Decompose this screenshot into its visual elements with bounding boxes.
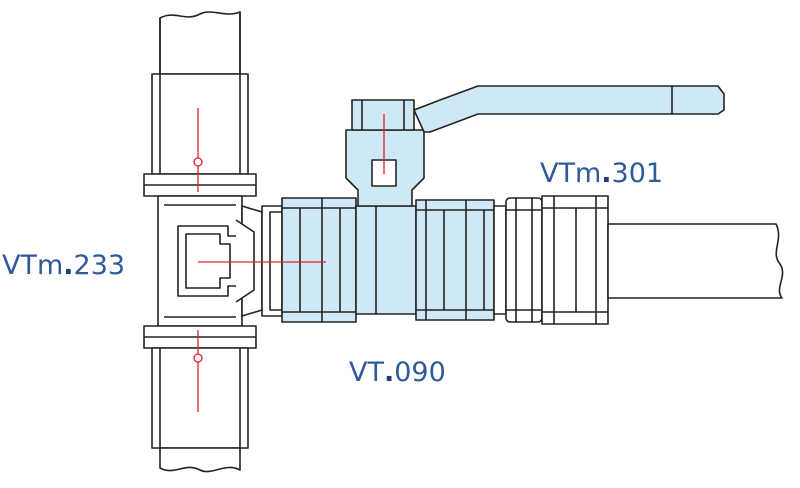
axis-lines [193,108,385,412]
top-press-sleeve [143,73,257,197]
tee-label: VTm.233 [2,250,125,281]
vertical-pipe-bottom [159,447,241,473]
adapter-nipple [261,205,283,317]
ball-valve [281,85,725,323]
vertical-pipe-top [159,11,241,75]
bottom-press-sleeve [143,325,257,449]
tee-body [157,195,263,327]
coupling-label: VTm.301 [540,158,663,189]
horizontal-pipe [607,223,784,299]
valve-label: VT.090 [349,357,446,388]
compression-coupling [493,195,609,325]
